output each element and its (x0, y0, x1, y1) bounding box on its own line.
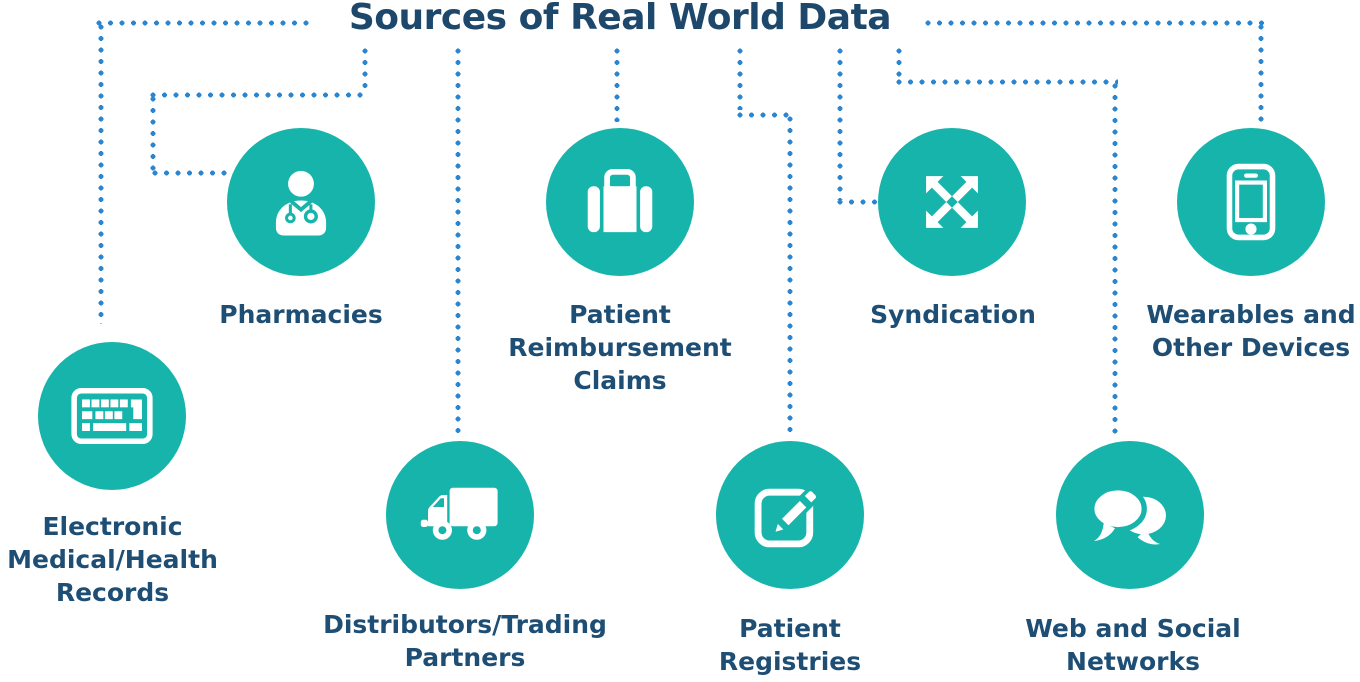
node-label-wearables: Wearables and Other Devices (1146, 300, 1356, 362)
edit-icon (754, 487, 821, 548)
node-circle-claims (546, 128, 694, 276)
connector-emr-v (98, 24, 104, 324)
node-label-registries: Patient Registries (718, 614, 862, 676)
node-label-pharmacies: Pharmacies (219, 300, 383, 329)
connector-syndication-h (837, 199, 881, 205)
connector-distributors-v (455, 48, 461, 436)
node-circle-wearables (1177, 128, 1325, 276)
connector-registries-v1 (737, 48, 743, 110)
connector-syndication-v (837, 48, 843, 200)
node-circle-web-social (1056, 441, 1204, 589)
node-label-emr: Electronic Medical/Health Records (7, 512, 218, 607)
doctor-icon (275, 170, 327, 236)
connector-pharmacies-v1 (362, 48, 368, 94)
node-circle-registries (716, 441, 864, 589)
truck-icon (420, 487, 498, 540)
connector-pharmacies-h1 (150, 92, 366, 98)
node-circle-pharmacies (227, 128, 375, 276)
connector-registries-h (737, 112, 793, 118)
connector-pharmacies-h2 (152, 170, 232, 176)
node-label-distributors: Distributors/Trading Partners (323, 610, 607, 672)
connector-pharmacies-v2 (150, 96, 156, 172)
expand-arrows-icon (926, 176, 978, 228)
connector-web-h (896, 79, 1118, 85)
connector-emr-h (96, 20, 310, 26)
node-label-syndication: Syndication (870, 300, 1036, 329)
connector-web-v2 (1112, 83, 1118, 435)
connector-web-v1 (896, 48, 902, 78)
connector-wearables-h (925, 20, 1265, 26)
connector-claims-v (614, 48, 620, 122)
node-circle-syndication (878, 128, 1026, 276)
connector-wearables-v (1258, 24, 1264, 124)
node-circle-emr (38, 342, 186, 490)
page-title: Sources of Real World Data (348, 0, 892, 38)
keyboard-icon (71, 388, 153, 444)
comments-icon (1089, 484, 1166, 544)
node-label-web-social: Web and Social Networks (1025, 614, 1241, 676)
connector-registries-v2 (787, 116, 793, 436)
node-label-claims: Patient Reimbursement Claims (508, 300, 732, 395)
briefcase-icon (587, 169, 653, 233)
node-circle-distributors (386, 441, 534, 589)
mobile-icon (1226, 163, 1276, 241)
